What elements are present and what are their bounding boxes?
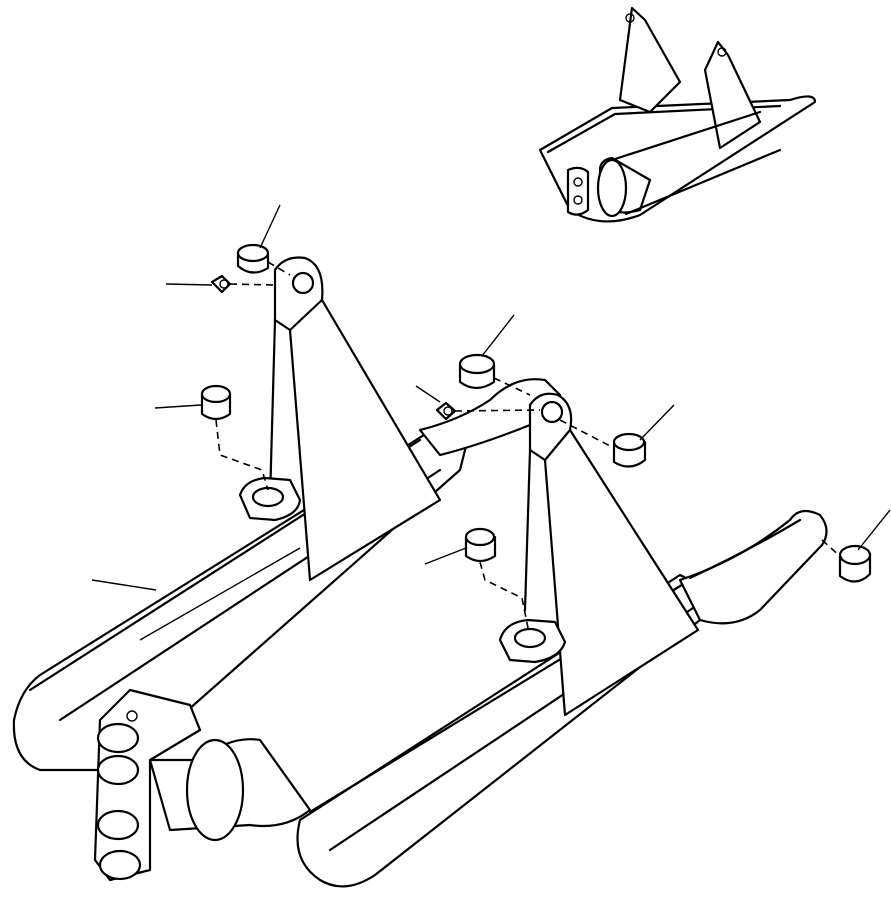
- left-upright: [273, 256, 442, 582]
- leader-5: [415, 385, 441, 403]
- right-arm: [678, 509, 828, 625]
- bushing-5: [464, 527, 497, 563]
- bushing-3: [458, 353, 496, 390]
- leader-8: [857, 509, 891, 551]
- leader-7: [424, 547, 467, 565]
- bushing-1: [236, 243, 270, 274]
- leader-2: [165, 283, 213, 286]
- main-frame: [12, 256, 828, 888]
- inset-frame-thumbnail: [538, 6, 817, 223]
- grease-fitting-1: [210, 274, 232, 294]
- leader-6: [639, 404, 675, 441]
- bushing-4: [612, 432, 647, 468]
- bushing-2: [200, 384, 232, 421]
- right-upright: [528, 392, 700, 717]
- assembly-lines: [215, 261, 843, 629]
- leader-3: [154, 404, 202, 409]
- bushing-6: [838, 544, 872, 583]
- leader-lines: [91, 204, 891, 591]
- leader-4: [481, 314, 515, 357]
- leader-9: [91, 579, 157, 591]
- leader-1: [259, 204, 281, 249]
- grease-fitting-2: [435, 401, 457, 421]
